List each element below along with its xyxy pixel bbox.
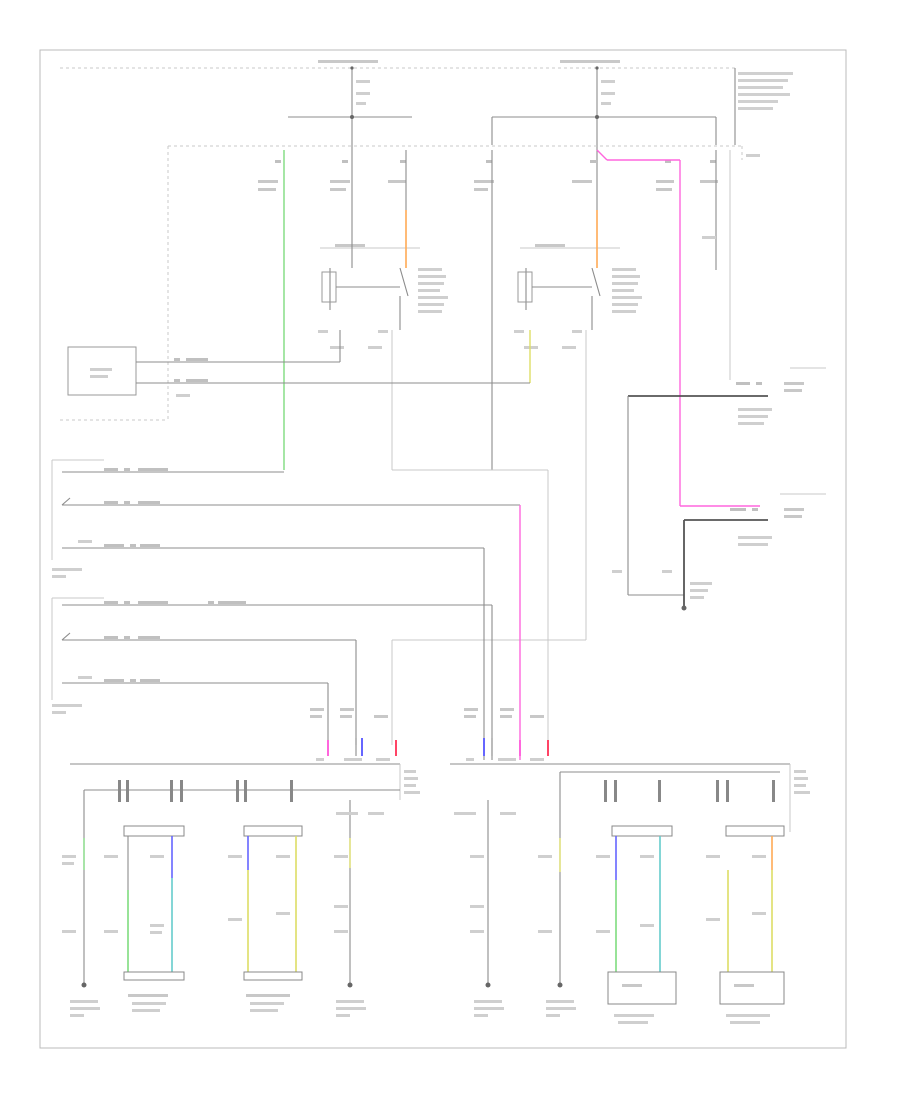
control-module <box>67 330 530 397</box>
power-feed-top <box>60 66 736 150</box>
mid-routing-wires <box>327 469 586 760</box>
left-lumbar-switch-lower <box>51 597 492 714</box>
left-motor-groups <box>70 780 400 1017</box>
right-mirror-switch <box>514 244 642 349</box>
upper-connector-row <box>60 145 760 421</box>
left-mirror-switch <box>318 244 448 349</box>
left-seat-switch <box>70 708 420 800</box>
right-side-components <box>612 236 826 611</box>
fuse-labels <box>318 60 793 110</box>
diagram-border <box>39 49 847 1049</box>
right-motor-groups <box>454 772 785 1024</box>
pin-labels-row1 <box>258 160 718 191</box>
motor-wire-labels <box>62 855 766 934</box>
drop-wires <box>283 149 760 640</box>
left-lumbar-switch-upper <box>51 459 520 578</box>
right-seat-switch <box>450 708 810 832</box>
